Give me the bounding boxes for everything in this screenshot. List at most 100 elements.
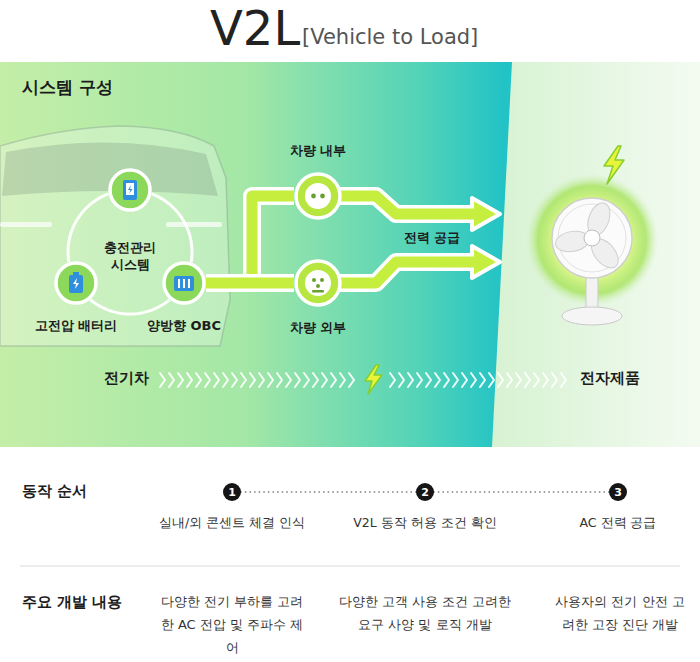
bolt-icon — [73, 278, 79, 289]
car-body — [0, 126, 230, 346]
step-dot: 1실내/외 콘센트 체결 인식 — [223, 483, 241, 501]
chevron — [295, 373, 300, 387]
chevron — [178, 373, 183, 387]
circle-shape — [296, 174, 340, 218]
chevron — [250, 373, 255, 387]
development-note: 다양한 전기 부하를 고려한 AC 전압 및 주파수 제어 — [161, 590, 304, 659]
circle-shape — [296, 261, 340, 305]
endpoint-label: 전기차 — [104, 369, 149, 388]
ring-arc — [90, 300, 169, 314]
chevron — [498, 373, 503, 387]
ring-link — [68, 194, 108, 262]
chevron — [259, 373, 264, 387]
line-outline — [206, 274, 294, 292]
chevron — [534, 373, 539, 387]
chevron — [340, 373, 345, 387]
chevron — [205, 373, 210, 387]
chevron-row — [160, 373, 566, 387]
system-circle: 충전관리 시스템 — [108, 168, 152, 212]
system-circle: 양방향 OBC — [162, 261, 206, 305]
chevron — [169, 373, 174, 387]
page-title: V2L — [210, 4, 300, 52]
chevron — [313, 373, 318, 387]
step-dot: 3AC 전력 공급 — [609, 483, 627, 501]
chevron — [480, 373, 485, 387]
row-heading: 주요 개발 내용 — [22, 593, 122, 612]
development-note: 사용자의 전기 안전 고려한 고장 진단 개발 — [552, 590, 689, 636]
node-shape — [108, 168, 152, 212]
chevron — [196, 373, 201, 387]
node-label: 차량 내부 — [290, 142, 347, 160]
chevron — [525, 373, 530, 387]
chevron — [187, 373, 192, 387]
system-circle: 고전압 배터리 — [54, 261, 98, 305]
node-label: 충전관리 시스템 — [101, 240, 159, 274]
chevron — [322, 373, 327, 387]
chevron — [471, 373, 476, 387]
car-headlight — [166, 222, 222, 227]
node-label: V2L 동작 허용 조건 확인 — [353, 514, 496, 532]
charger-fin — [183, 279, 185, 288]
charger-fin — [178, 279, 180, 288]
outlet-hole — [320, 194, 325, 199]
power-line — [206, 196, 294, 283]
subtitle: [Vehicle to Load] — [302, 27, 478, 48]
step-dot: 2V2L 동작 허용 조건 확인 — [416, 483, 434, 501]
chevron — [453, 373, 458, 387]
outlet-circle: 차량 외부 — [294, 259, 342, 307]
dotted-line — [434, 491, 609, 493]
circle-shape — [110, 170, 150, 210]
ring-link — [152, 194, 192, 262]
fan-base — [562, 307, 622, 325]
chevron — [561, 373, 566, 387]
node-icon — [296, 261, 340, 305]
dotted-line — [241, 491, 416, 493]
node-label: 고전압 배터리 — [35, 317, 118, 335]
row-heading: 동작 순서 — [22, 482, 87, 501]
charger-icon — [174, 276, 194, 291]
connector-pin — [320, 278, 324, 282]
flow-label: 전력 공급 — [404, 229, 461, 247]
device-screen — [126, 183, 134, 195]
chevron — [552, 373, 557, 387]
chevron — [489, 373, 494, 387]
light-panel — [492, 62, 700, 447]
callout-number: 3 — [609, 483, 627, 501]
lightning-icon — [604, 146, 624, 184]
endpoint-label: 전자제품 — [580, 369, 640, 388]
power-arrow — [336, 246, 500, 283]
node-icon — [164, 263, 204, 303]
node-label: AC 전력 공급 — [579, 514, 656, 532]
connector-bar — [312, 290, 324, 293]
fan-hub — [584, 230, 600, 246]
chevron — [349, 373, 354, 387]
chevron — [462, 373, 467, 387]
ring-arc — [68, 194, 108, 262]
node-shape — [294, 259, 342, 307]
chevron — [160, 373, 165, 387]
power-arrow — [336, 196, 500, 230]
outlet-circle: 차량 내부 — [294, 172, 342, 220]
chevron — [444, 373, 449, 387]
battery-terminal — [73, 272, 79, 275]
battery-icon — [69, 275, 83, 293]
ring-link — [90, 300, 169, 314]
node-label: 양방향 OBC — [147, 317, 221, 335]
callout-number: 2 — [416, 483, 434, 501]
circle-shape — [164, 263, 204, 303]
outlet-face — [305, 183, 331, 209]
outlet-hole — [311, 194, 316, 199]
charger-fin — [188, 279, 190, 288]
chevron — [516, 373, 521, 387]
chevron — [507, 373, 512, 387]
chevron — [232, 373, 237, 387]
car-headlight — [0, 222, 52, 227]
connector-pin — [316, 284, 320, 288]
chevron — [417, 373, 422, 387]
fan-guard — [552, 198, 632, 278]
section-heading: 시스템 구성 — [22, 77, 113, 98]
chevron — [426, 373, 431, 387]
chevron — [390, 373, 395, 387]
